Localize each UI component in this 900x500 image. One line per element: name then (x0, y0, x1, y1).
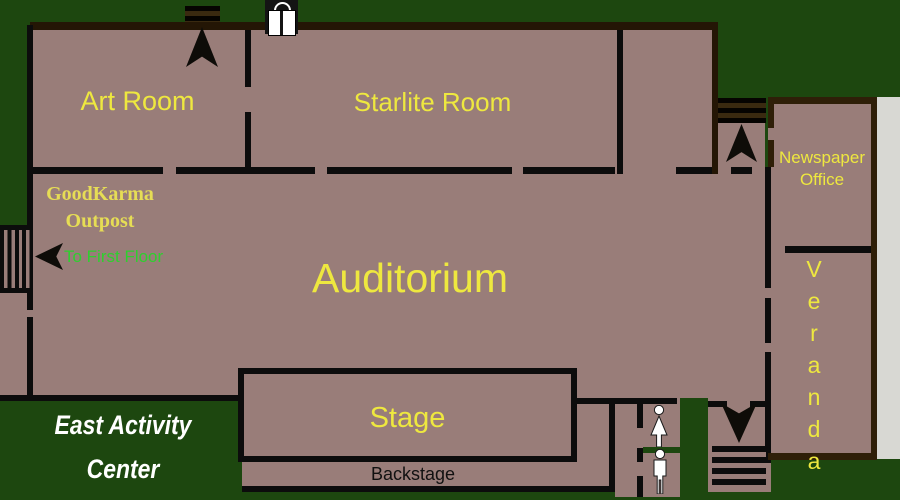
wall (765, 298, 771, 343)
veranda-floor (768, 253, 877, 460)
wall (33, 167, 163, 174)
elevator-icon (265, 0, 298, 36)
wall (768, 453, 877, 460)
wall (30, 22, 718, 30)
auditorium-floor (33, 170, 771, 400)
wall (765, 167, 771, 288)
newspaper-office-label: Newspaper Office (772, 147, 872, 191)
newspaper-office-floor (768, 97, 877, 253)
goodkarma-label-line1: GoodKarma (46, 183, 154, 205)
wall (731, 167, 752, 174)
courtyard-gap (680, 398, 708, 500)
wall (245, 30, 251, 87)
stairs-hatch-icon (718, 98, 766, 123)
stairs-ladder-icon (0, 225, 33, 293)
backstage-label: Backstage (370, 464, 456, 484)
wall (768, 140, 774, 167)
map-title: East Activity Center Second Floor (18, 403, 227, 500)
wall (617, 30, 623, 174)
wall (0, 395, 243, 401)
east-walkway (877, 97, 900, 459)
goodkarma-label-line2: Outpost (65, 210, 135, 232)
map-title-line2: Second Floor (18, 491, 227, 500)
wall (750, 401, 765, 407)
newspaper-office-label-line2: Office (799, 170, 845, 189)
wall (327, 167, 512, 174)
wall (242, 486, 615, 492)
wall (27, 293, 33, 310)
mens-restroom-icon (647, 449, 673, 494)
elevator-doors (268, 10, 296, 36)
wall (27, 25, 33, 225)
stairs-hatch-icon (185, 6, 220, 25)
stage-room (238, 368, 577, 462)
veranda-label: Veranda (801, 256, 827, 480)
to-first-floor-label: To First Floor (64, 247, 164, 266)
newspaper-office-label-line1: Newspaper (779, 148, 865, 167)
wall (27, 317, 33, 398)
wall (676, 167, 712, 174)
stage-label: Stage (369, 402, 446, 434)
wall (708, 401, 727, 407)
wall (768, 104, 774, 128)
womens-restroom-icon (646, 405, 672, 447)
wall (785, 246, 871, 253)
wall (637, 448, 643, 462)
wall (768, 97, 877, 104)
map-title-line1: East Activity Center (54, 410, 192, 484)
elevator-dial (274, 2, 291, 11)
wall (609, 398, 615, 492)
wall (523, 167, 615, 174)
auditorium-label: Auditorium (312, 255, 508, 301)
wall (871, 97, 877, 460)
art-room-label: Art Room (80, 86, 195, 116)
starlite-room-label: Starlite Room (353, 87, 512, 117)
wall (637, 404, 643, 428)
wall (577, 398, 677, 404)
wall (637, 476, 643, 497)
wall (765, 403, 771, 463)
goodkarma-outpost-label: GoodKarma Outpost (36, 181, 164, 235)
top-rooms-floor (30, 25, 718, 174)
wall (712, 22, 718, 174)
staircase-steps-icon (712, 446, 766, 490)
wall (765, 352, 771, 403)
wall (245, 112, 251, 174)
